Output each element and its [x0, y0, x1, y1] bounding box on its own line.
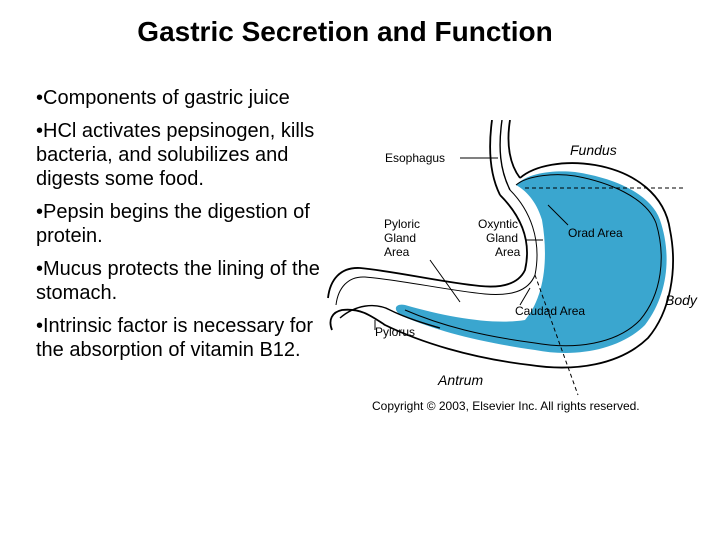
antrum-boundary-dashed: [534, 274, 579, 396]
esophagus-wall-outer: [489, 120, 501, 196]
label-oxyntic-line1: Oxyntic: [478, 217, 518, 231]
leader-orad: [547, 204, 569, 226]
label-orad-area: Orad Area: [568, 226, 623, 240]
label-body: Body: [665, 292, 698, 308]
label-pyloric-line3: Area: [384, 245, 410, 259]
mucosa-lining: [395, 171, 667, 353]
copyright-notice: Copyright © 2003, Elsevier Inc. All righ…: [372, 399, 640, 413]
stomach-diagram: Esophagus Fundus Pyloric Gland Area Oxyn…: [327, 120, 698, 413]
leader-caudad: [519, 287, 531, 306]
label-pyloric-line1: Pyloric: [384, 217, 420, 231]
leader-pyloric: [429, 259, 461, 303]
label-fundus: Fundus: [570, 142, 617, 158]
bullet-components: •Components of gastric juice: [36, 87, 290, 109]
label-antrum: Antrum: [437, 372, 483, 388]
bullet-intrinsic-factor: •Intrinsic factor is necessary for the a…: [36, 315, 314, 361]
lesser-curvature-inner: [335, 189, 538, 306]
esophagus-wall-inner: [499, 120, 511, 191]
stomach-inner-wall: [404, 174, 662, 347]
label-pylorus: Pylorus: [375, 325, 415, 339]
lesser-curvature-outer: [327, 194, 528, 299]
label-pyloric-line2: Gland: [384, 231, 416, 245]
bullet-pepsin: •Pepsin begins the digestion of protein.: [36, 201, 310, 247]
bullet-list: •Components of gastric juice •HCl activa…: [36, 86, 336, 371]
pylorus-wall: [339, 304, 441, 329]
bullet-mucus: •Mucus protects the lining of the stomac…: [36, 258, 320, 304]
bullet-hcl: •HCl activates pepsinogen, kills bacteri…: [36, 120, 315, 190]
label-oxyntic-line2: Gland: [486, 231, 518, 245]
stomach-outer-wall: [329, 162, 674, 369]
esophagus-right-wall: [507, 120, 521, 179]
label-oxyntic-line3: Area: [495, 245, 521, 259]
slide-title: Gastric Secretion and Function: [137, 16, 553, 47]
label-caudad-area: Caudad Area: [515, 304, 585, 318]
label-esophagus: Esophagus: [385, 151, 445, 165]
